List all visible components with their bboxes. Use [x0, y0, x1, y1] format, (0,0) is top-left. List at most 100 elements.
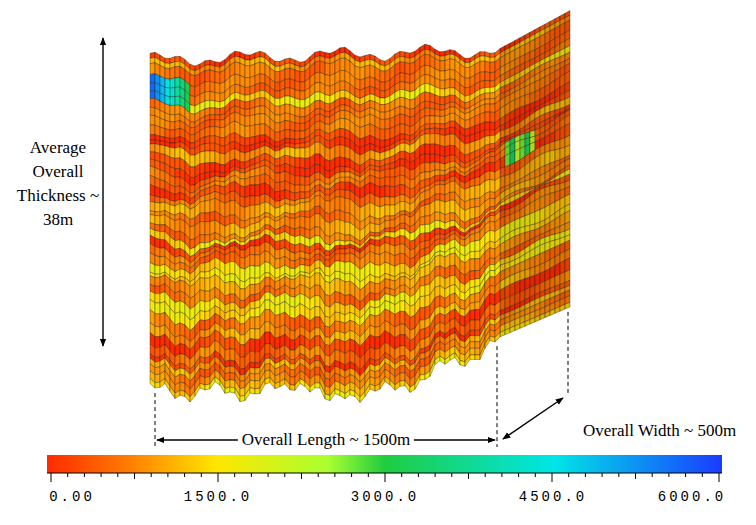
grid-cell: [560, 272, 565, 285]
grid-cell: [380, 82, 385, 91]
grid-cell: [260, 74, 265, 84]
grid-cell: [430, 123, 435, 128]
grid-cell: [525, 258, 530, 270]
grid-cell: [250, 115, 255, 126]
grid-cell: [290, 130, 295, 140]
grid-cell: [380, 91, 385, 98]
grid-cell: [260, 124, 265, 135]
grid-cell: [325, 124, 330, 134]
grid-cell: [400, 124, 405, 134]
grid-cell: [215, 83, 220, 94]
grid-cell: [325, 53, 330, 59]
grid-cell: [340, 172, 345, 177]
grid-cell: [190, 105, 195, 114]
grid-cell: [315, 172, 320, 180]
grid-cell: [385, 111, 390, 120]
grid-cell: [520, 95, 525, 107]
grid-cell: [190, 85, 195, 96]
grid-cell: [165, 120, 170, 130]
grid-cell: [300, 167, 305, 177]
grid-cell: [245, 87, 250, 95]
grid-cell: [340, 81, 345, 90]
grid-cell: [215, 101, 220, 109]
grid-cell: [400, 195, 405, 202]
grid-cell: [490, 87, 495, 93]
grid-cell: [505, 165, 510, 176]
grid-cell: [220, 177, 225, 182]
grid-cell: [380, 129, 385, 140]
grid-cell: [465, 78, 470, 88]
grid-cell: [280, 171, 285, 182]
grid-cell: [435, 184, 440, 194]
grid-cell: [470, 186, 475, 200]
grid-cell: [340, 157, 345, 167]
grid-cell: [450, 87, 455, 95]
grid-cell: [425, 108, 430, 116]
grid-cell: [425, 116, 430, 124]
grid-cell: [480, 72, 485, 82]
grid-cell: [370, 77, 375, 88]
grid-cell: [170, 67, 175, 79]
grid-cell: [175, 147, 180, 158]
grid-cell: [205, 136, 210, 144]
grid-cell: [295, 158, 300, 168]
grid-cell: [325, 63, 330, 76]
grid-cell: [440, 135, 445, 147]
grid-cell: [480, 52, 485, 57]
grid-cell: [205, 151, 210, 163]
grid-cell: [245, 126, 250, 138]
grid-cell: [525, 214, 530, 227]
grid-cell: [400, 143, 405, 151]
grid-cell: [435, 162, 440, 170]
grid-cell: [440, 51, 445, 56]
grid-cell: [315, 154, 320, 165]
grid-cell: [315, 100, 320, 109]
grid-cell: [245, 60, 250, 66]
grid-cell: [285, 147, 290, 156]
grid-cell: [150, 98, 155, 107]
grid-cell: [450, 121, 455, 127]
grid-cell: [275, 173, 280, 182]
grid-cell: [175, 121, 180, 130]
grid-cell: [390, 168, 395, 177]
grid-cell: [380, 70, 385, 82]
grid-cell: [205, 120, 210, 128]
grid-cell: [385, 128, 390, 140]
grid-cell: [345, 182, 350, 190]
grid-cell: [255, 114, 260, 125]
grid-cell: [315, 135, 320, 142]
grid-cell: [385, 186, 390, 197]
grid-cell: [375, 151, 380, 161]
grid-cell: [400, 166, 405, 177]
grid-cell: [150, 125, 155, 135]
grid-cell: [300, 185, 305, 192]
grid-cell: [450, 69, 455, 79]
grid-cell: [335, 128, 340, 137]
grid-cell: [425, 65, 430, 75]
grid-cell: [295, 139, 300, 144]
grid-cell: [155, 187, 160, 198]
grid-cell: [340, 177, 345, 182]
grid-cell: [365, 65, 370, 78]
grid-cell: [325, 184, 330, 189]
grid-cell: [260, 62, 265, 75]
grid-cell: [385, 164, 390, 170]
grid-cell: [435, 144, 440, 155]
grid-cell: [220, 137, 225, 146]
grid-cell: [220, 145, 225, 153]
grid-cell: [450, 181, 455, 192]
grid-cell: [335, 157, 340, 168]
grid-cell: [485, 99, 490, 104]
grid-cell: [485, 179, 490, 193]
grid-cell: [515, 324, 520, 331]
grid-cell: [150, 52, 155, 58]
grid-cell: [375, 160, 380, 167]
grid-cell: [450, 155, 455, 162]
grid-cell: [465, 128, 470, 137]
grid-cell: [440, 105, 445, 110]
grid-cell: [440, 56, 445, 61]
grid-cell: [285, 113, 290, 121]
grid-cell: [435, 133, 440, 145]
grid-cell: [475, 169, 480, 178]
grid-cell: [490, 53, 495, 58]
